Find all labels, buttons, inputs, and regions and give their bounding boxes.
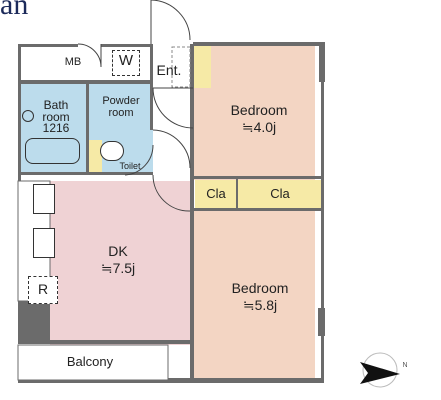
bedroom-upper-area: [193, 44, 315, 180]
dk-size: ≒7.5j: [100, 260, 136, 276]
bedroom-lower-area: [193, 209, 315, 381]
stove-icon: [33, 184, 55, 214]
bath-room-label: room: [42, 110, 70, 124]
shower-icon: [22, 110, 34, 122]
closet-left-area: [195, 180, 236, 209]
toilet-label: Toilet: [119, 161, 141, 171]
bedroom-lower-label: Bedroom: [231, 280, 289, 296]
entrance-closet-area: [193, 44, 211, 88]
powder-room-label: room: [108, 107, 134, 119]
toilet-accent-area: [88, 140, 102, 174]
bedroom-lower-size: ≒5.8j: [242, 297, 278, 313]
w-label: W: [118, 52, 134, 69]
balcony-label: Balcony: [66, 354, 114, 369]
ent-label: Ent.: [156, 62, 182, 78]
powder-label: Powder: [102, 95, 140, 107]
closet-right-area: [237, 180, 324, 209]
sink-icon: [33, 228, 55, 258]
cla-left-label: Cla: [206, 186, 226, 201]
bath-code-label: 1216: [42, 121, 70, 135]
washer-box: [112, 50, 140, 76]
dk-area: [50, 181, 190, 345]
refrigerator-box: [28, 276, 58, 304]
dk-label: DK: [108, 243, 128, 259]
bath-label: Bath: [43, 98, 69, 112]
toilet-icon: [100, 141, 124, 161]
cla-right-label: Cla: [270, 186, 290, 201]
bedroom-upper-size: ≒4.0j: [241, 119, 277, 135]
mb-label: MB: [64, 56, 82, 68]
compass-north-label: N: [402, 362, 408, 369]
refrigerator-label: R: [37, 281, 49, 297]
plan-title: an: [0, 0, 29, 21]
bedroom-upper-label: Bedroom: [230, 102, 288, 118]
bathtub-icon: [25, 138, 80, 164]
